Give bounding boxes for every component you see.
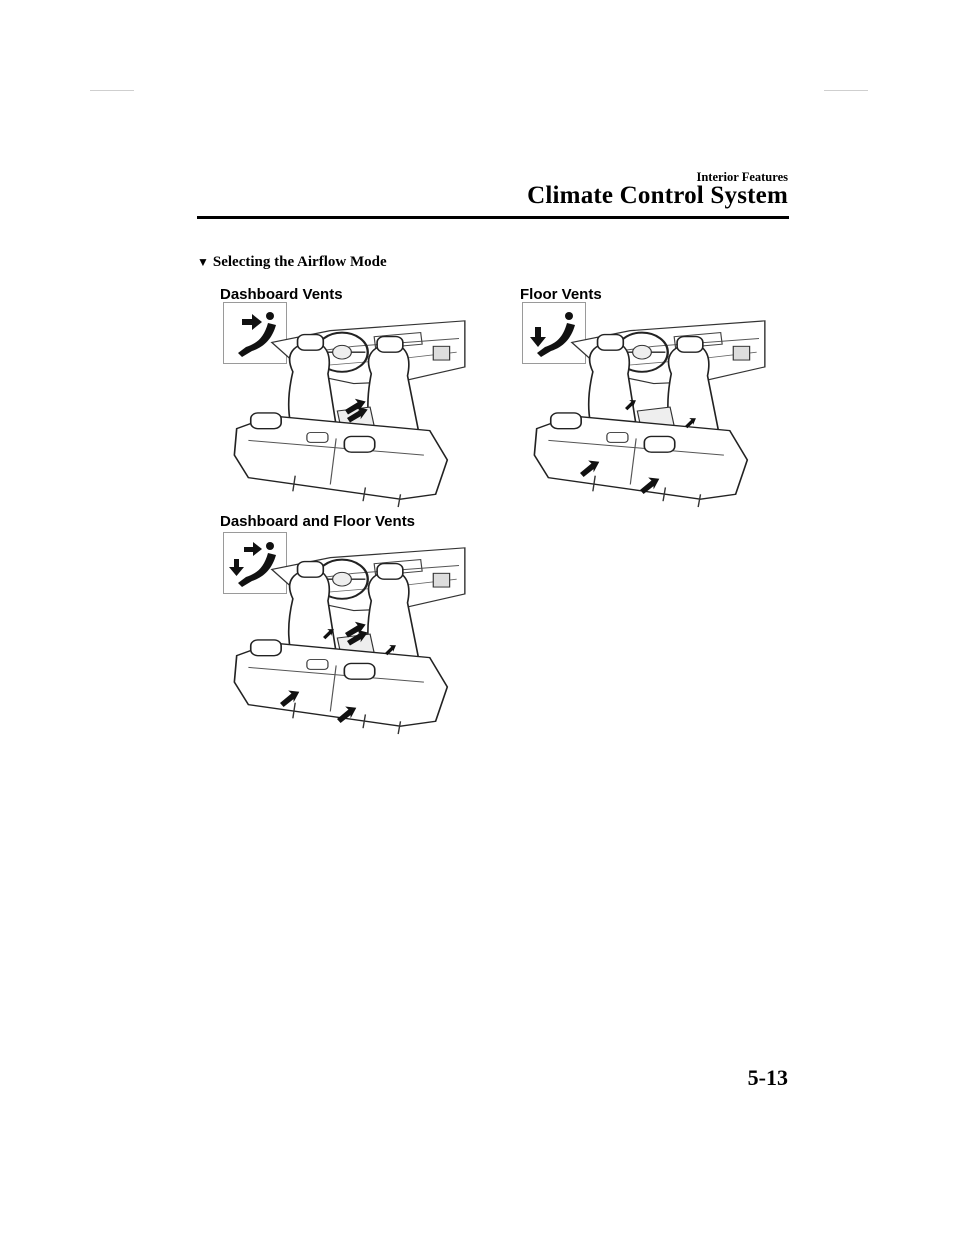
heading-text: Selecting the Airflow Mode	[212, 254, 387, 270]
crop-mark-left	[90, 90, 134, 91]
page-number: 5-13	[747, 1065, 788, 1090]
floor-vent-mode-icon	[522, 302, 586, 364]
section-kicker: Interior Features	[696, 170, 788, 184]
figure-label-floor-vents: Floor Vents	[520, 286, 602, 303]
header-rule	[197, 216, 789, 219]
cabin-illustration-dashboard-vents	[225, 318, 470, 508]
dashboard-vent-mode-icon	[223, 302, 287, 364]
crop-mark-right	[824, 90, 868, 91]
cabin-illustration-floor-vents	[525, 318, 770, 508]
dashboard-floor-vent-mode-icon	[223, 532, 287, 594]
cabin-illustration-dashboard-floor-vents	[225, 545, 470, 735]
section-heading: ▼Selecting the Airflow Mode	[197, 254, 387, 271]
chapter-title: Climate Control System	[527, 182, 788, 209]
figure-label-dashboard-floor-vents: Dashboard and Floor Vents	[220, 513, 416, 530]
figure-label-dashboard-vents: Dashboard Vents	[220, 286, 343, 303]
heading-marker: ▼	[197, 255, 209, 269]
